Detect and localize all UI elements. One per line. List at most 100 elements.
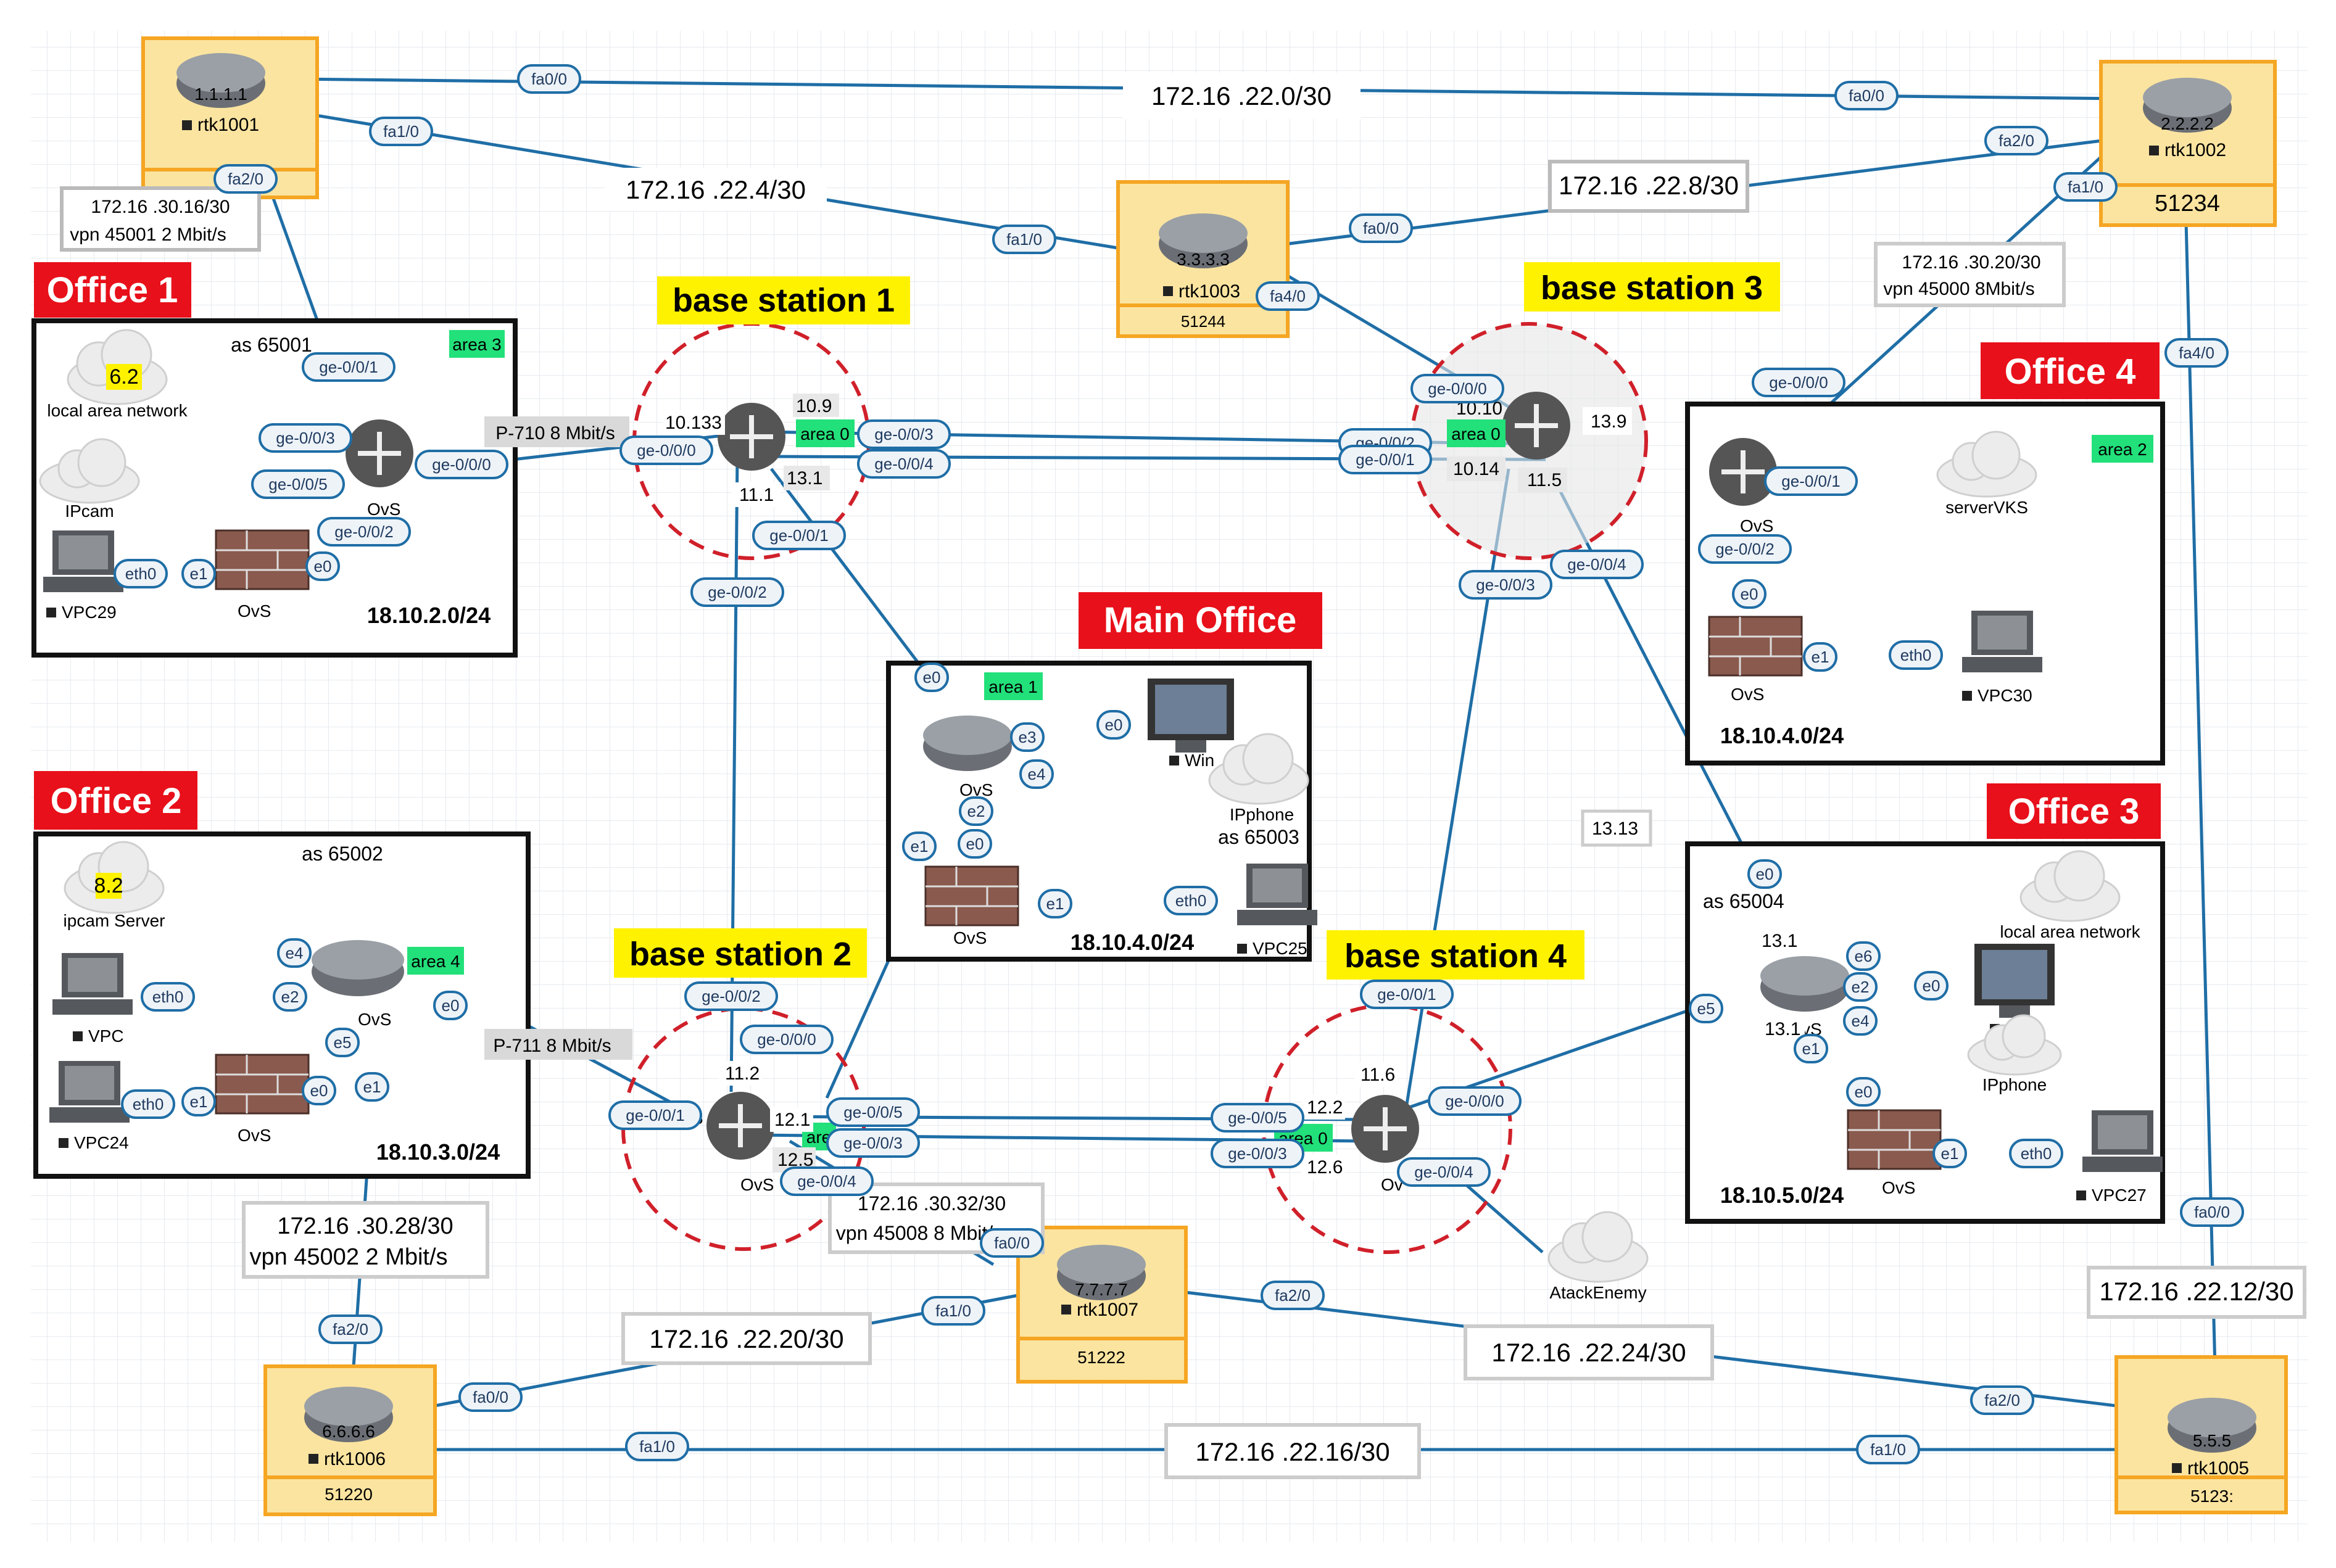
switch-o4[interactable]: OvS — [1709, 438, 1777, 535]
switch-o1[interactable]: OvS — [346, 419, 413, 519]
router-r6[interactable]: 6.6.6.6 rtk1006 51220 — [304, 1387, 393, 1504]
port-label-eth0: eth0 — [2009, 1139, 2063, 1168]
port-label-fa00: fa0/0 — [980, 1228, 1044, 1258]
port-text: ge-0/0/2 — [708, 583, 766, 601]
port-label-g004: ge-0/0/4 — [780, 1166, 874, 1196]
win-label: Win — [1185, 751, 1214, 770]
switch-bs2[interactable]: OvS — [706, 1092, 774, 1194]
port-label-e0: e0 — [1747, 859, 1782, 889]
port-text: fa0/0 — [994, 1234, 1030, 1252]
port-label-e0: e0 — [1096, 710, 1131, 740]
vpn2-box — [242, 1201, 489, 1279]
bs-ip-labels: 10.133 10.9 13.1 11.1 10.10 10.14 13.9 1… — [663, 394, 1805, 1179]
ipcam-label: IPcam — [65, 501, 114, 521]
port-text: e0 — [1756, 865, 1774, 883]
port-label-e0: e0 — [958, 829, 992, 859]
port-label-g004: ge-0/0/4 — [1397, 1157, 1491, 1187]
router-r3[interactable]: 3.3.3.3 rtk1003 51244 — [1159, 213, 1248, 331]
area-o1: area 3 — [452, 335, 501, 354]
firewall-main — [924, 865, 1019, 926]
mid-ip: 13.13 — [1592, 819, 1638, 839]
port-text: ge-0/0/3 — [843, 1134, 902, 1152]
router-r6-ip: 6.6.6.6 — [322, 1422, 375, 1441]
bs2-ip-a: 11.2 — [725, 1063, 760, 1084]
port-label-eth0: eth0 — [121, 1089, 175, 1119]
net-22-16: 172.16 .22.16/30 — [1195, 1437, 1390, 1466]
net-22-0: 172.16 .22.0/30 — [1151, 81, 1332, 110]
switch-bs1[interactable] — [718, 403, 785, 471]
router-r2[interactable]: 2.2.2.2 rtk1002 51234 — [2143, 78, 2232, 217]
router-r5[interactable]: 5.5.5 rtk1005 5123: — [2168, 1398, 2256, 1506]
port-label-fa40: fa4/0 — [1256, 281, 1320, 311]
port-text: ge-0/0/0 — [432, 455, 491, 474]
router-o2[interactable]: OvS — [312, 940, 404, 1029]
bs1-ip-a: 10.133 — [665, 413, 722, 433]
port-label-e4: e4 — [1843, 1006, 1878, 1036]
port-text: ge-0/0/2 — [702, 987, 760, 1005]
port-text: e2 — [1852, 978, 1870, 996]
office4-tag — [1981, 342, 2160, 399]
vpn2-rate: vpn 45002 2 Mbit/s — [249, 1244, 447, 1270]
area-labels: area 3 area 4 area 2 area 1 area 0 area … — [407, 330, 2153, 1152]
vpn3-rate: vpn 45000 8Mbit/s — [1883, 279, 2034, 299]
port-text: fa2/0 — [1275, 1286, 1311, 1305]
switch-bs3[interactable] — [1502, 392, 1570, 460]
router-r7[interactable]: 7.7.7.7 rtk1007 51222 — [1057, 1245, 1146, 1367]
port-text: ge-0/0/5 — [1228, 1108, 1286, 1127]
computers — [43, 530, 2163, 1172]
port-label-e5: e5 — [1689, 994, 1723, 1023]
port-text: fa1/0 — [383, 122, 419, 141]
port-text: e1 — [363, 1078, 381, 1096]
as-main: as 65003 — [1218, 826, 1299, 848]
port-label-e1: e1 — [355, 1072, 389, 1102]
bs4-title: base station 4 — [1344, 938, 1567, 975]
vpn1-rate: vpn 45001 2 Mbit/s — [70, 225, 226, 245]
switch-o1-label: OvS — [367, 500, 400, 519]
switch-bs4[interactable]: Ov — [1351, 1095, 1419, 1194]
cloud-o2-val: 8.2 — [94, 874, 123, 897]
port-text: ge-0/0/3 — [874, 425, 933, 444]
port-text: e1 — [1802, 1039, 1820, 1058]
port-label-fa10: fa1/0 — [921, 1296, 985, 1326]
port-text: fa4/0 — [2179, 344, 2214, 362]
net-22-4: 172.16 .22.4/30 — [626, 175, 806, 204]
vpc29-label: VPC29 — [62, 603, 117, 622]
port-text: e4 — [286, 944, 304, 962]
router-r6-name: rtk1006 — [324, 1449, 386, 1469]
port-text: fa1/0 — [1006, 230, 1042, 249]
subnet-o1: 18.10.2.0/24 — [367, 603, 491, 628]
port-text: e0 — [310, 1081, 328, 1100]
router-main-label: OvS — [959, 780, 993, 799]
port-text: e0 — [1105, 716, 1123, 734]
router-r3-name: rtk1003 — [1178, 281, 1240, 302]
cloud-labels: 6.2 local area network IPcam 8.2 ipcam S… — [47, 364, 2141, 1302]
router-r3-ip: 3.3.3.3 — [1177, 250, 1230, 269]
fw-main-label: OvS — [953, 928, 987, 947]
port-label-g003: ge-0/0/3 — [826, 1128, 920, 1158]
port-text: ge-0/0/0 — [1445, 1092, 1504, 1110]
port-text: e1 — [911, 837, 929, 856]
port-label-e1: e1 — [1794, 1034, 1828, 1063]
subnet-labels: 18.10.2.0/24 18.10.3.0/24 18.10.4.0/24 1… — [367, 603, 1844, 1208]
port-labels: fa0/0fa1/0fa2/0fa0/0fa2/0fa1/0fa1/0fa0/0… — [114, 64, 2244, 1464]
p710-label: P-710 8 Mbit/s — [495, 423, 615, 444]
router-o3[interactable]: vS — [1760, 956, 1849, 1039]
port-label-fa20: fa2/0 — [213, 164, 278, 194]
port-text: eth0 — [125, 564, 157, 583]
router-main[interactable]: OvS — [923, 716, 1012, 799]
port-label-g001: ge-0/0/1 — [302, 352, 396, 382]
port-label-e2: e2 — [1843, 972, 1878, 1002]
subnet-main: 18.10.4.0/24 — [1071, 930, 1194, 955]
port-text: e1 — [1812, 648, 1829, 666]
port-text: ge-0/0/3 — [1228, 1144, 1286, 1163]
port-text: fa4/0 — [1270, 287, 1306, 305]
router-r2-ip: 2.2.2.2 — [2161, 114, 2214, 133]
port-label-g004: ge-0/0/4 — [1550, 550, 1644, 579]
net-22-24: 172.16 .22.24/30 — [1491, 1338, 1686, 1367]
port-label-g003: ge-0/0/3 — [259, 423, 352, 453]
port-text: ge-0/0/1 — [1377, 985, 1436, 1004]
firewall-o2 — [215, 1054, 310, 1115]
router-r1[interactable]: 1.1.1.1 rtk1001 — [176, 53, 265, 135]
bs3-tag — [1524, 262, 1780, 312]
port-text: ge-0/0/0 — [1428, 379, 1486, 398]
